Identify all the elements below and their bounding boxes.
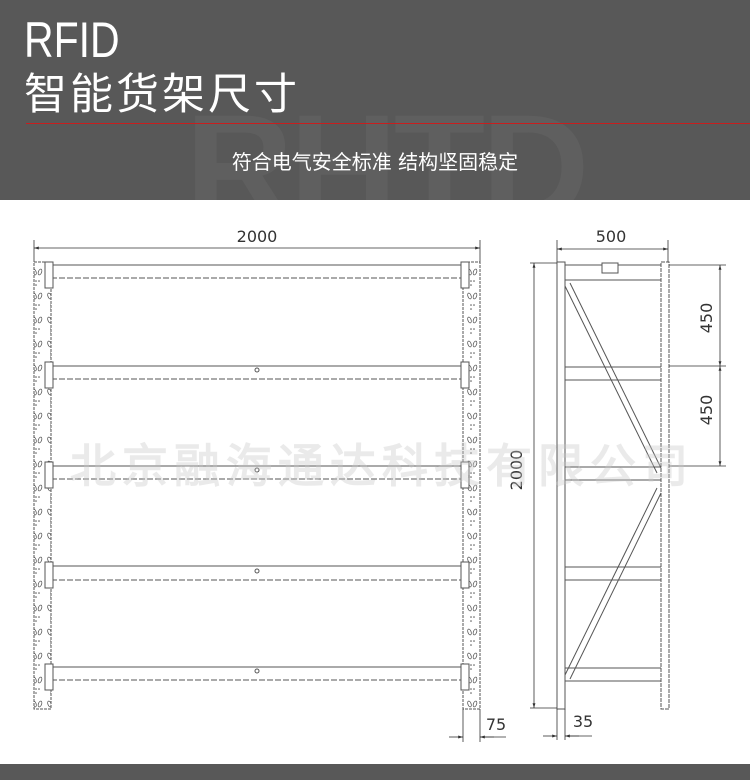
title-chinese: 智能货架尺寸: [24, 70, 300, 120]
subtitle: 符合电气安全标准 结构坚固稳定: [231, 150, 519, 174]
spacing-label-1: 450: [697, 303, 716, 334]
footer-strip: [0, 764, 750, 780]
front-view: 2000: [33, 227, 506, 742]
side-depth-label: 500: [596, 227, 627, 246]
front-width-label: 2000: [237, 227, 278, 246]
side-view: 500: [507, 227, 726, 740]
title-english: RFID: [24, 12, 120, 68]
post-width-label: 75: [486, 715, 506, 734]
technical-drawing: 2000: [0, 200, 750, 764]
side-height-label: 2000: [507, 450, 526, 491]
header-banner: RHTD RFID 智能货架尺寸 符合电气安全标准 结构坚固稳定: [0, 0, 750, 200]
header-watermark: RHTD: [185, 83, 590, 200]
accent-divider: [26, 123, 750, 124]
spacing-label-2: 450: [697, 395, 716, 426]
foot-offset-label: 35: [573, 712, 593, 731]
